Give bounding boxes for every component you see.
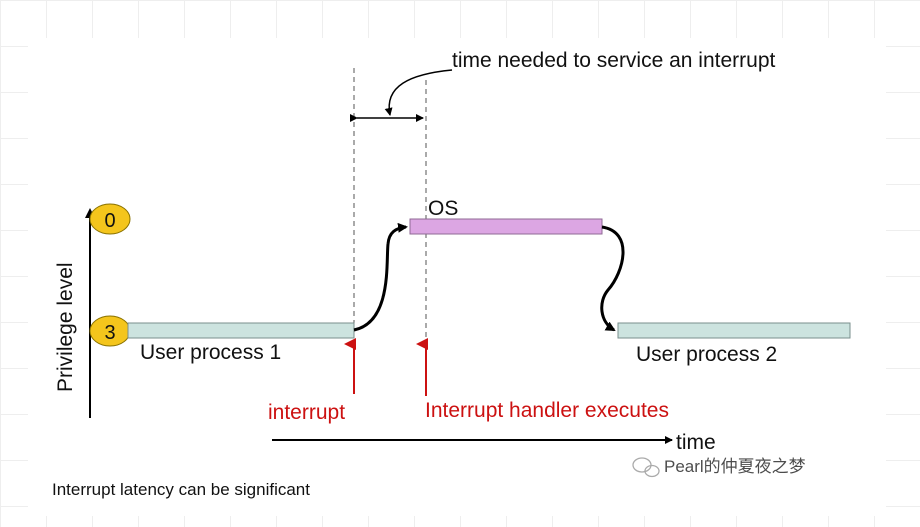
interrupt-event-label: interrupt <box>268 401 345 424</box>
privilege-axis-label: Privilege level <box>54 262 77 392</box>
handler-event-label: Interrupt handler executes <box>425 399 669 422</box>
user-process-1-bar <box>127 322 355 339</box>
service-time-annotation: time needed to service an interrupt <box>452 49 776 72</box>
caption: Interrupt latency can be significant <box>52 480 310 499</box>
level-3-label: 3 <box>104 322 115 344</box>
user-process-2-bar <box>617 322 851 339</box>
watermark: Pearl的仲夏夜之梦 <box>664 457 806 476</box>
callout-pointer <box>384 69 453 116</box>
time-axis-label: time <box>676 431 716 454</box>
user-process-1-label: User process 1 <box>140 341 281 364</box>
os-label: OS <box>428 197 458 220</box>
wechat-icon <box>632 457 660 478</box>
slide-panel <box>28 38 886 516</box>
to-os-transition-arrow <box>353 222 408 332</box>
user-process-2-label: User process 2 <box>636 343 777 366</box>
os-bar <box>409 218 603 235</box>
level-0-label: 0 <box>104 210 115 232</box>
to-user-transition-arrow <box>600 225 625 332</box>
level-0-badge <box>89 203 131 235</box>
